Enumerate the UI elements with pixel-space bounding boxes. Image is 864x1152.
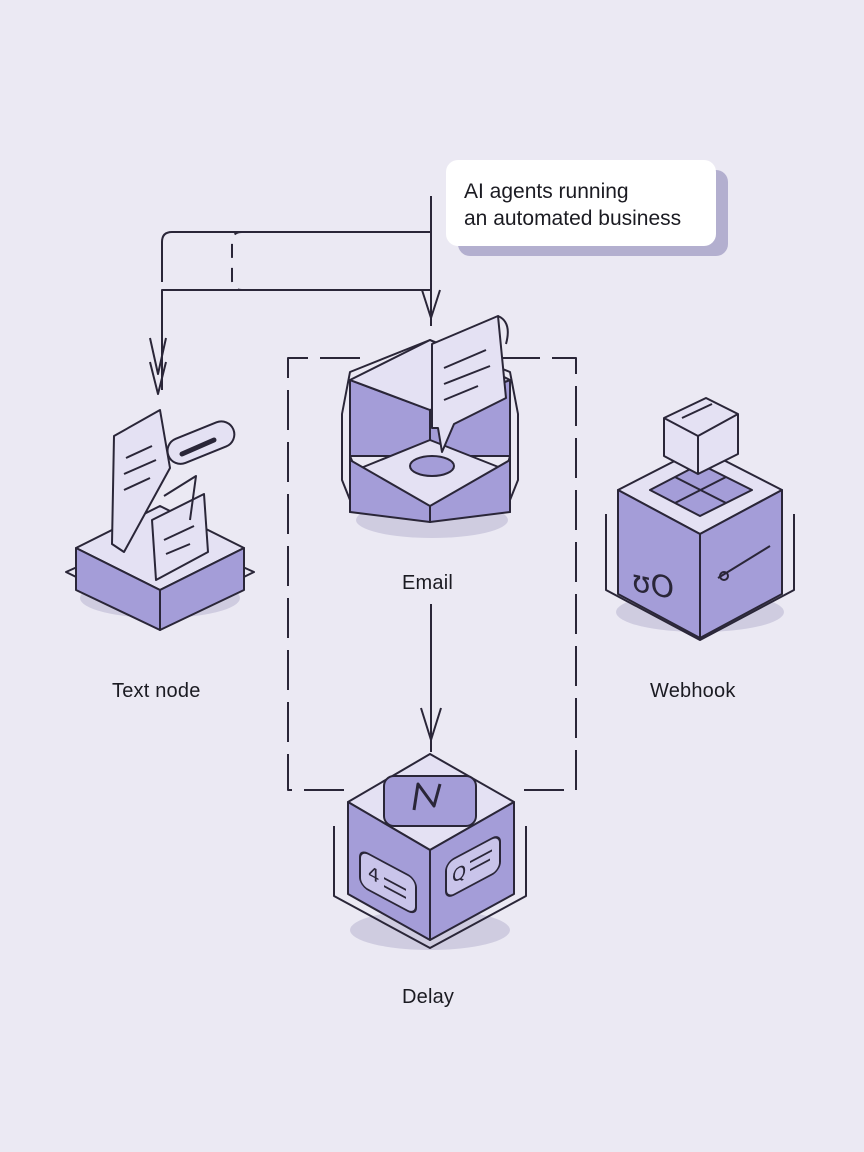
svg-text:4: 4 xyxy=(368,861,379,889)
dashed-loop xyxy=(287,357,360,791)
arrow-into-email xyxy=(421,289,441,319)
connector-lines xyxy=(149,196,577,791)
arrow-into-text-node xyxy=(149,337,167,375)
text-node-label: Text node xyxy=(112,680,201,702)
email-block[interactable] xyxy=(341,315,519,538)
dashed-bracket xyxy=(231,231,296,291)
callout-line-1: AI agents running xyxy=(464,180,629,203)
delay-block[interactable]: 4 Q xyxy=(333,753,527,950)
svg-text:Q: Q xyxy=(452,859,466,888)
arrow-into-delay xyxy=(420,707,442,741)
text-node-block[interactable] xyxy=(65,409,255,631)
webhook-label: Webhook xyxy=(650,680,736,702)
email-label: Email xyxy=(402,572,454,594)
callout-line-2: an automated business xyxy=(464,207,682,230)
arrow-into-text-node-2 xyxy=(149,361,167,395)
webhook-block[interactable]: ʊO xyxy=(605,397,795,641)
delay-label: Delay xyxy=(402,986,455,1008)
callout-box: AI agents running an automated business xyxy=(446,160,716,246)
